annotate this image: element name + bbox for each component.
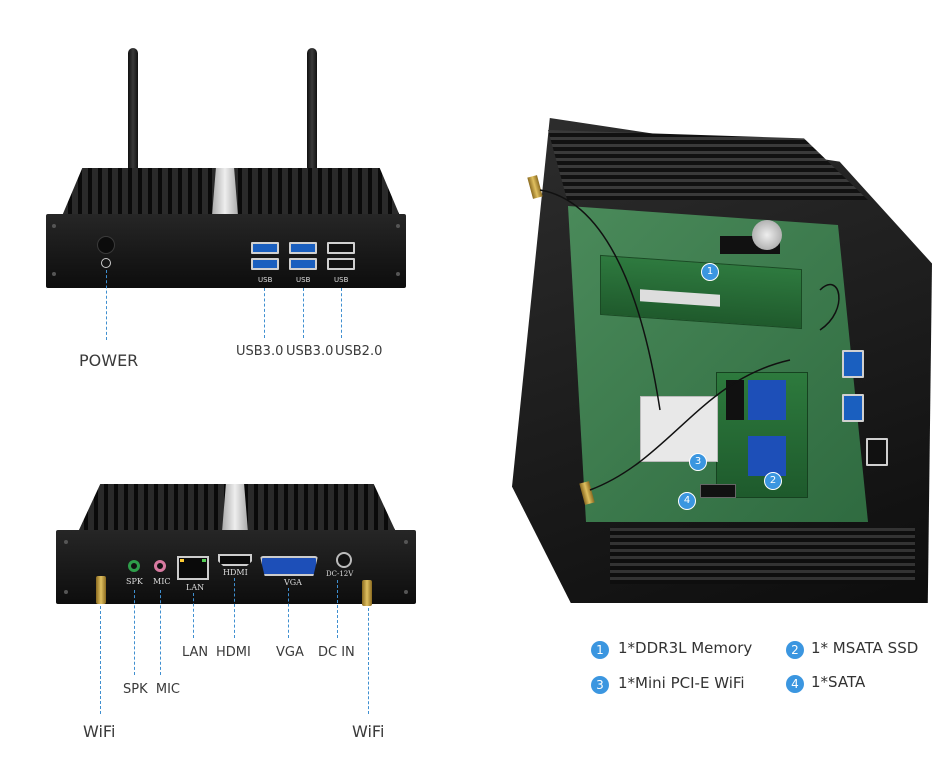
legend-text-2: 1* MSATA SSD [811,639,919,657]
legend-text-1: 1*DDR3L Memory [618,639,753,657]
lan-label: LAN [182,645,209,660]
mic-port-label: MIC [153,577,171,586]
badge-sata: 4 [678,492,696,510]
usb3-port-b-bottom [289,258,317,270]
usb2-port-bottom [327,258,355,270]
usb-label-3: USB [334,276,349,284]
hdmi-port [218,554,252,566]
vga-port [260,556,318,576]
badge-wifi: 3 [689,453,707,471]
usb1-label: USB3.0 [236,344,284,359]
dc-jack [336,552,352,568]
mic-jack [154,560,166,572]
power-icon [101,258,111,268]
usb-label-2: USB [296,276,311,284]
usb2-leader-line [303,288,304,338]
usb3-port-b-top [289,242,317,254]
spk-leader-line [134,590,135,675]
vga-label: VGA [276,645,304,660]
wifi-connector-right [362,580,372,606]
hdmi-label: HDMI [216,645,251,660]
power-button[interactable] [97,236,115,254]
legend-num-3: 3 [591,676,609,694]
usb3-leader-line [341,288,342,338]
cmos-battery [752,220,782,250]
antenna-left [128,48,138,173]
spk-mic-label: SPK MIC [123,682,181,697]
antenna-right [307,48,317,173]
dc-leader-line [337,580,338,638]
antenna-wires [539,189,840,491]
wifi-right-label: WiFi [352,722,385,741]
hdmi-leader-line [234,578,235,638]
usb3-label: USB2.0 [335,344,383,359]
badge-ddr3l: 1 [701,263,719,281]
vga-leader-line [288,588,289,638]
wifi-connector-left [96,576,106,604]
dc-in-label: DC IN [318,645,355,660]
usb3-port-a-top [251,242,279,254]
usb2-port-top [327,242,355,254]
power-label: POWER [79,351,139,370]
power-leader-line [106,270,107,340]
mic-leader-line [160,590,161,675]
wifi-left-label: WiFi [83,722,116,741]
wifi-right-leader-line [368,608,369,714]
legend-num-4: 4 [786,675,804,693]
legend-num-1: 1 [591,641,609,659]
usb-label-1: USB [258,276,273,284]
wifi-left-leader-line [100,606,101,714]
usb3-port-a-bottom [251,258,279,270]
sata-connector [700,484,736,498]
usb1-leader-line [264,288,265,338]
badge-msata: 2 [764,472,782,490]
dc-port-label: DC-12V [326,570,354,578]
lan-port-label: LAN [186,583,205,592]
legend-num-2: 2 [786,641,804,659]
usb2-label: USB3.0 [286,344,334,359]
vga-port-label: VGA [284,578,302,587]
spk-jack [128,560,140,572]
legend-text-4: 1*SATA [811,673,866,691]
lan-leader-line [193,593,194,638]
back-panel [56,530,416,604]
hdmi-port-label: HDMI [223,568,248,577]
spk-port-label: SPK [126,577,143,586]
legend-text-3: 1*Mini PCI-E WiFi [618,674,745,692]
